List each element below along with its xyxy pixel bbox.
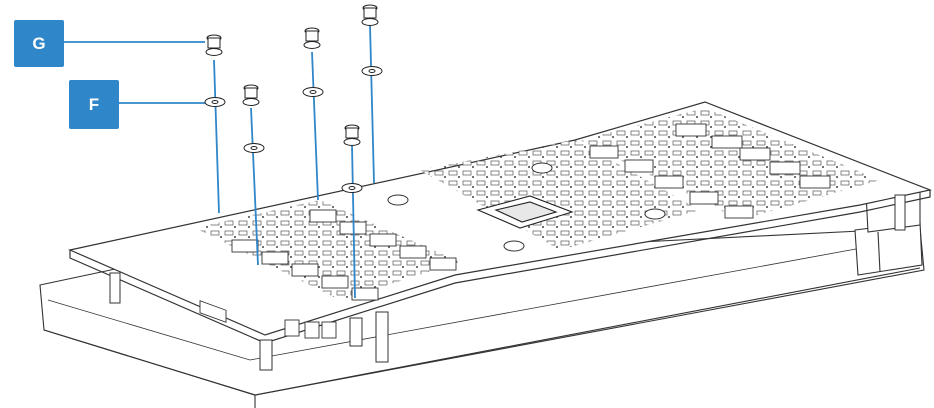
board-standoffs — [387, 162, 666, 252]
washer-f-1 — [204, 97, 226, 107]
support-posts — [109, 194, 906, 371]
assembly-guide-lines — [64, 24, 375, 299]
screw-g-1 — [205, 34, 223, 56]
io-connectors — [284, 319, 337, 339]
memory-chips-left — [199, 209, 457, 323]
screw-g-4 — [242, 84, 260, 106]
gpu-die — [476, 195, 574, 229]
callout-f-label: F — [69, 80, 119, 129]
washer-f-4 — [243, 143, 265, 153]
memory-chips-right — [589, 123, 831, 219]
screw-g-2 — [303, 27, 321, 49]
pcb-components — [195, 108, 880, 300]
washer-f-2 — [302, 87, 324, 97]
washer-f-3 — [361, 66, 383, 76]
screw-g-5 — [343, 124, 361, 146]
callout-g-label: G — [14, 20, 64, 67]
washer-f-5 — [341, 183, 363, 193]
screw-g-3 — [361, 4, 379, 26]
